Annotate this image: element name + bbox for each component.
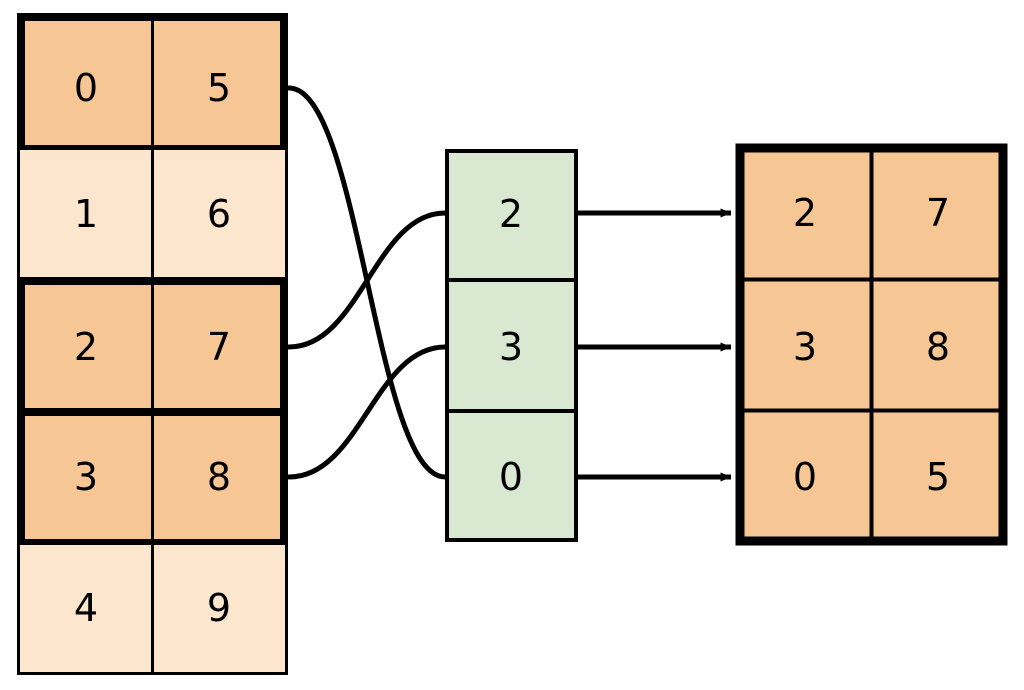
index-cell-0-value: 2 (499, 192, 523, 236)
source-cell-1-0: 1 (74, 192, 98, 236)
index-cell-1[interactable]: 3 (445, 278, 578, 413)
index-cell-2[interactable]: 0 (445, 409, 578, 542)
source-cell-0-0: 0 (74, 66, 98, 110)
result-array: 2 7 3 8 0 5 (735, 143, 1008, 546)
index-cell-1-value: 3 (499, 325, 523, 369)
index-cell-2-fill (445, 409, 578, 542)
index-cell-0[interactable]: 2 (445, 149, 578, 282)
source-cell-0-1: 5 (207, 66, 231, 110)
source-cell-4-0: 4 (74, 586, 98, 630)
source-row-0[interactable]: 0 5 (17, 13, 288, 153)
result-cell-0-1: 7 (926, 191, 950, 235)
result-cell-0-0: 2 (793, 191, 817, 235)
index-array: 2 3 0 (445, 149, 578, 542)
source-cell-3-0: 3 (74, 455, 98, 499)
source-row-4[interactable]: 4 9 (17, 542, 288, 675)
result-arrows (578, 208, 732, 482)
source-cell-2-1: 7 (207, 325, 231, 369)
source-cell-1-1: 6 (207, 192, 231, 236)
source-row-2[interactable]: 2 7 (17, 277, 288, 416)
index-cell-2-value: 0 (499, 455, 523, 499)
link-curve-row3-to-index-cell-1 (286, 344, 448, 480)
index-cell-1-fill (445, 278, 578, 413)
result-cell-2-0: 0 (793, 455, 817, 499)
result-cell-2-1: 5 (926, 455, 950, 499)
result-row-0[interactable]: 2 7 (793, 191, 950, 235)
source-array: 0 5 1 6 2 7 3 8 (17, 13, 288, 675)
source-row-1[interactable]: 1 6 (17, 147, 288, 281)
index-cell-0-fill (445, 149, 578, 282)
result-row-2[interactable]: 0 5 (793, 455, 950, 499)
source-cell-4-1: 9 (207, 586, 231, 630)
source-cell-2-0: 2 (74, 325, 98, 369)
result-row-1[interactable]: 3 8 (793, 325, 950, 369)
link-curve-row2-to-index-cell-0 (286, 210, 448, 350)
link-curves (286, 85, 448, 480)
source-row-3[interactable]: 3 8 (17, 408, 288, 547)
result-cell-1-0: 3 (793, 325, 817, 369)
result-cell-1-1: 8 (926, 325, 950, 369)
source-cell-3-1: 8 (207, 455, 231, 499)
